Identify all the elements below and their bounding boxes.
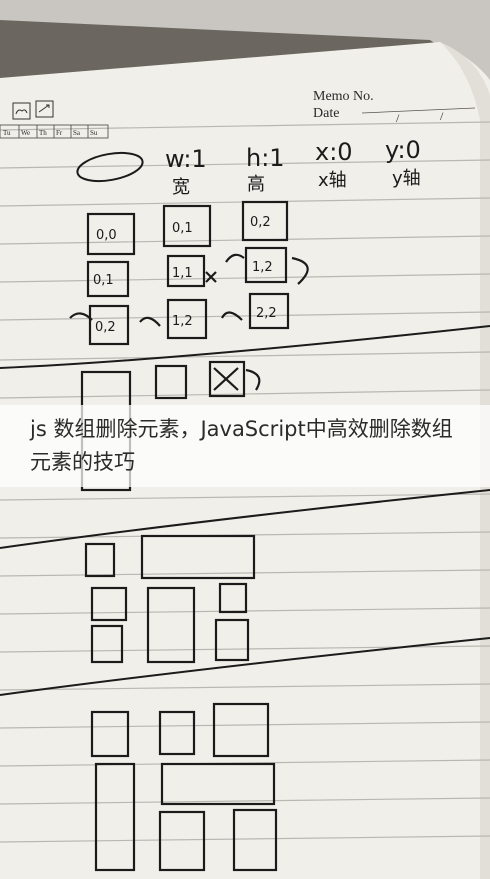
weekday-tu: Tu [3, 129, 11, 137]
arrow-scribble [139, 316, 161, 327]
caption-overlay [0, 405, 490, 487]
grid-box [244, 246, 288, 284]
note-width: 宽 [172, 177, 190, 198]
param-y: y:0 [385, 136, 421, 164]
cloud-icon [12, 102, 31, 120]
grid-box [86, 260, 130, 298]
layout-sketch-3 [90, 702, 278, 872]
cell-label: 0,1 [93, 273, 114, 288]
param-x: x:0 [315, 138, 353, 166]
arrow-scribble [225, 253, 245, 263]
cell-label: 1,2 [252, 260, 273, 275]
date-label: Date [313, 106, 339, 121]
weekday-th: Th [39, 129, 47, 137]
memo-label: Memo No. [313, 89, 374, 104]
coordinate-grid [69, 200, 309, 346]
grid-box [248, 292, 290, 330]
weekday-su: Su [90, 129, 98, 137]
grid-box [166, 298, 208, 340]
param-h: h:1 [246, 144, 285, 172]
layout-sketch-2 [84, 534, 256, 664]
arrow-scribble [291, 256, 309, 285]
notebook-cover-top [0, 0, 490, 80]
cell-label: 0,1 [172, 221, 193, 236]
wind-icon [35, 100, 54, 118]
caption-text: js 数组删除元素，JavaScript中高效删除数组元素的技巧 [30, 417, 453, 474]
param-w: w:1 [165, 145, 207, 173]
cell-label: 0,2 [250, 215, 271, 230]
cell-labels: 0,0 0,1 0,2 0,1 1,1 1,2 0,2 1,2 2,2 [93, 215, 277, 335]
note-height: 高 [247, 174, 265, 195]
note-x-axis: x轴 [318, 170, 347, 191]
divider-strokes [0, 325, 490, 696]
arrow-scribble [69, 312, 93, 321]
cell-label: 0,2 [95, 320, 116, 335]
note-y-axis: y轴 [392, 168, 421, 189]
date-slash-2: / [440, 109, 444, 123]
cell-label: 1,2 [172, 314, 193, 329]
cell-label: 1,1 [172, 266, 193, 281]
weekday-row: Tu We Th Fr Sa Su [0, 124, 109, 139]
scribble-circle [76, 151, 144, 183]
weekday-sa: Sa [73, 129, 81, 137]
grid-box [241, 200, 289, 242]
grid-box [86, 212, 136, 256]
weekday-we: We [21, 129, 30, 137]
weekday-fr: Fr [56, 129, 63, 137]
arrow-scribble [221, 311, 243, 321]
cell-label: 2,2 [256, 306, 277, 321]
grid-box [166, 254, 206, 288]
date-slash-1: / [396, 111, 400, 125]
grid-box [162, 204, 212, 248]
grid-box [88, 304, 130, 346]
cell-label: 0,0 [96, 228, 117, 243]
handwritten-header [76, 151, 144, 183]
cross-mark [205, 271, 217, 283]
